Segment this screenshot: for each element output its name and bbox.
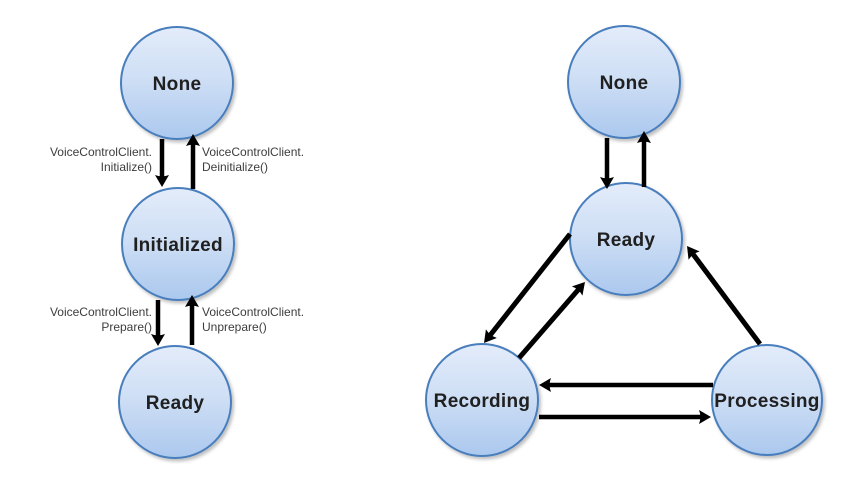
state-node-initialized	[121, 187, 235, 301]
state-node-ready	[118, 345, 232, 459]
transition-label-line: Initialize()	[101, 160, 152, 174]
state-node-none	[567, 25, 681, 139]
transition-arrow-ready-to-recording	[484, 232, 572, 343]
state-node-label-recording: Recording	[434, 391, 531, 412]
transition-label-line: Unprepare()	[202, 320, 267, 334]
transition-label-line: Prepare()	[101, 320, 152, 334]
state-node-ready	[569, 182, 683, 296]
diagram-voice-control-client-lifecycle: NoneInitializedReadyVoiceControlClient.I…	[50, 26, 304, 459]
state-node-label-ready: Ready	[146, 393, 205, 414]
state-node-label-none: None	[600, 73, 649, 94]
state-node-label-none: None	[153, 74, 202, 95]
transition-arrow-recording-to-ready	[517, 281, 585, 360]
transition-label-unprepare-label: VoiceControlClient.Unprepare()	[202, 305, 304, 334]
state-node-processing	[711, 344, 823, 456]
transition-arrow-processing-to-ready	[687, 245, 763, 346]
transition-label-prepare-label: VoiceControlClient.Prepare()	[50, 305, 152, 334]
state-node-label-ready: Ready	[597, 230, 656, 251]
transition-label-deinitialize-label: VoiceControlClient.Deinitialize()	[202, 145, 304, 174]
state-node-none	[120, 26, 234, 140]
state-node-recording	[425, 343, 539, 457]
transition-label-initialize-label: VoiceControlClient.Initialize()	[50, 145, 152, 174]
transition-label-line: VoiceControlClient.	[50, 305, 152, 319]
state-node-label-initialized: Initialized	[133, 235, 223, 256]
transition-label-line: VoiceControlClient.	[202, 305, 304, 319]
state-node-label-processing: Processing	[714, 391, 819, 412]
transition-label-line: VoiceControlClient.	[50, 145, 152, 159]
transition-label-line: Deinitialize()	[202, 160, 268, 174]
transition-label-line: VoiceControlClient.	[202, 145, 304, 159]
